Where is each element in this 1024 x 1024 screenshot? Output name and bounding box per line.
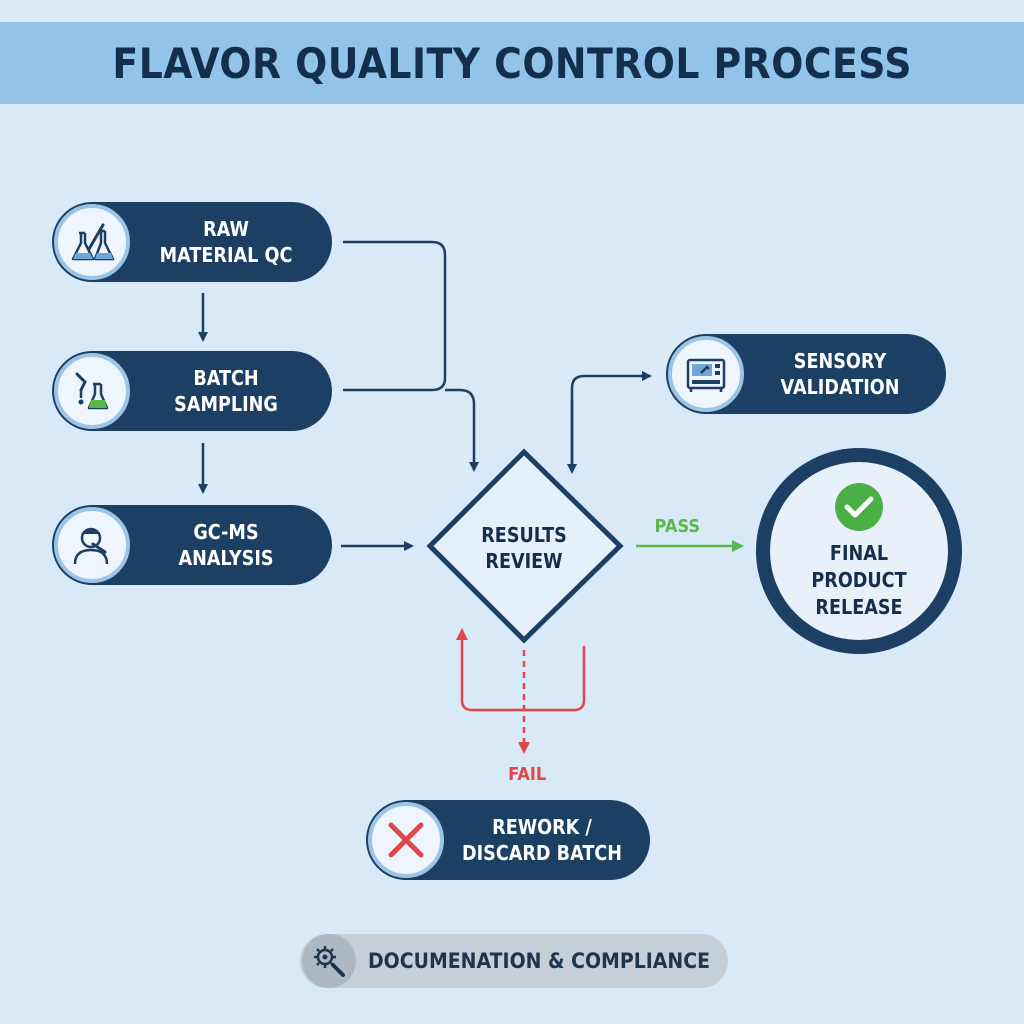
node-label: BATCH SAMPLING [174, 366, 278, 416]
results-review-label: RESULTS REVIEW [481, 523, 567, 573]
documentation-label: DOCUMENATION & COMPLIANCE [367, 949, 711, 973]
dropper-icon [54, 353, 130, 429]
flask-icon [54, 204, 130, 280]
node-batch-sampling[interactable]: BATCH SAMPLING [52, 351, 332, 431]
node-sensory-validation[interactable]: SENSORY VALIDATION [666, 334, 946, 414]
title-band: FLAVOR QUALITY CONTROL PROCESS [0, 22, 1024, 104]
node-label: FINAL PRODUCT RELEASE [811, 540, 907, 619]
gear-magnifier-icon [302, 934, 356, 988]
documentation-bar[interactable] [300, 934, 728, 988]
pass-label: PASS [654, 516, 701, 537]
x-icon [368, 802, 444, 878]
node-label: REWORK / DISCARD BATCH [462, 815, 622, 865]
node-gc-ms-analysis[interactable]: GC-MS ANALYSIS [52, 505, 332, 585]
node-label: SENSORY VALIDATION [780, 349, 900, 399]
node-label: GC-MS ANALYSIS [178, 520, 274, 570]
node-label: RAW MATERIAL QC [159, 217, 293, 267]
node-raw-material-qc[interactable]: RAW MATERIAL QC [52, 202, 332, 282]
page-title: FLAVOR QUALITY CONTROL PROCESS [112, 38, 912, 88]
node-final-product-release[interactable]: FINAL PRODUCT RELEASE [756, 448, 962, 654]
edge-batch-to-review [445, 388, 479, 472]
check-icon [835, 482, 883, 531]
results-review-diamond [426, 448, 624, 644]
edge-sensory-link [570, 371, 652, 468]
taster-icon [54, 507, 130, 583]
fail-label: FAIL [508, 764, 547, 785]
final-product-release-inner: FINAL PRODUCT RELEASE [770, 462, 948, 640]
edge-raw-to-review [343, 240, 447, 392]
node-rework-discard[interactable]: REWORK / DISCARD BATCH [366, 800, 650, 880]
instrument-icon [668, 336, 744, 412]
